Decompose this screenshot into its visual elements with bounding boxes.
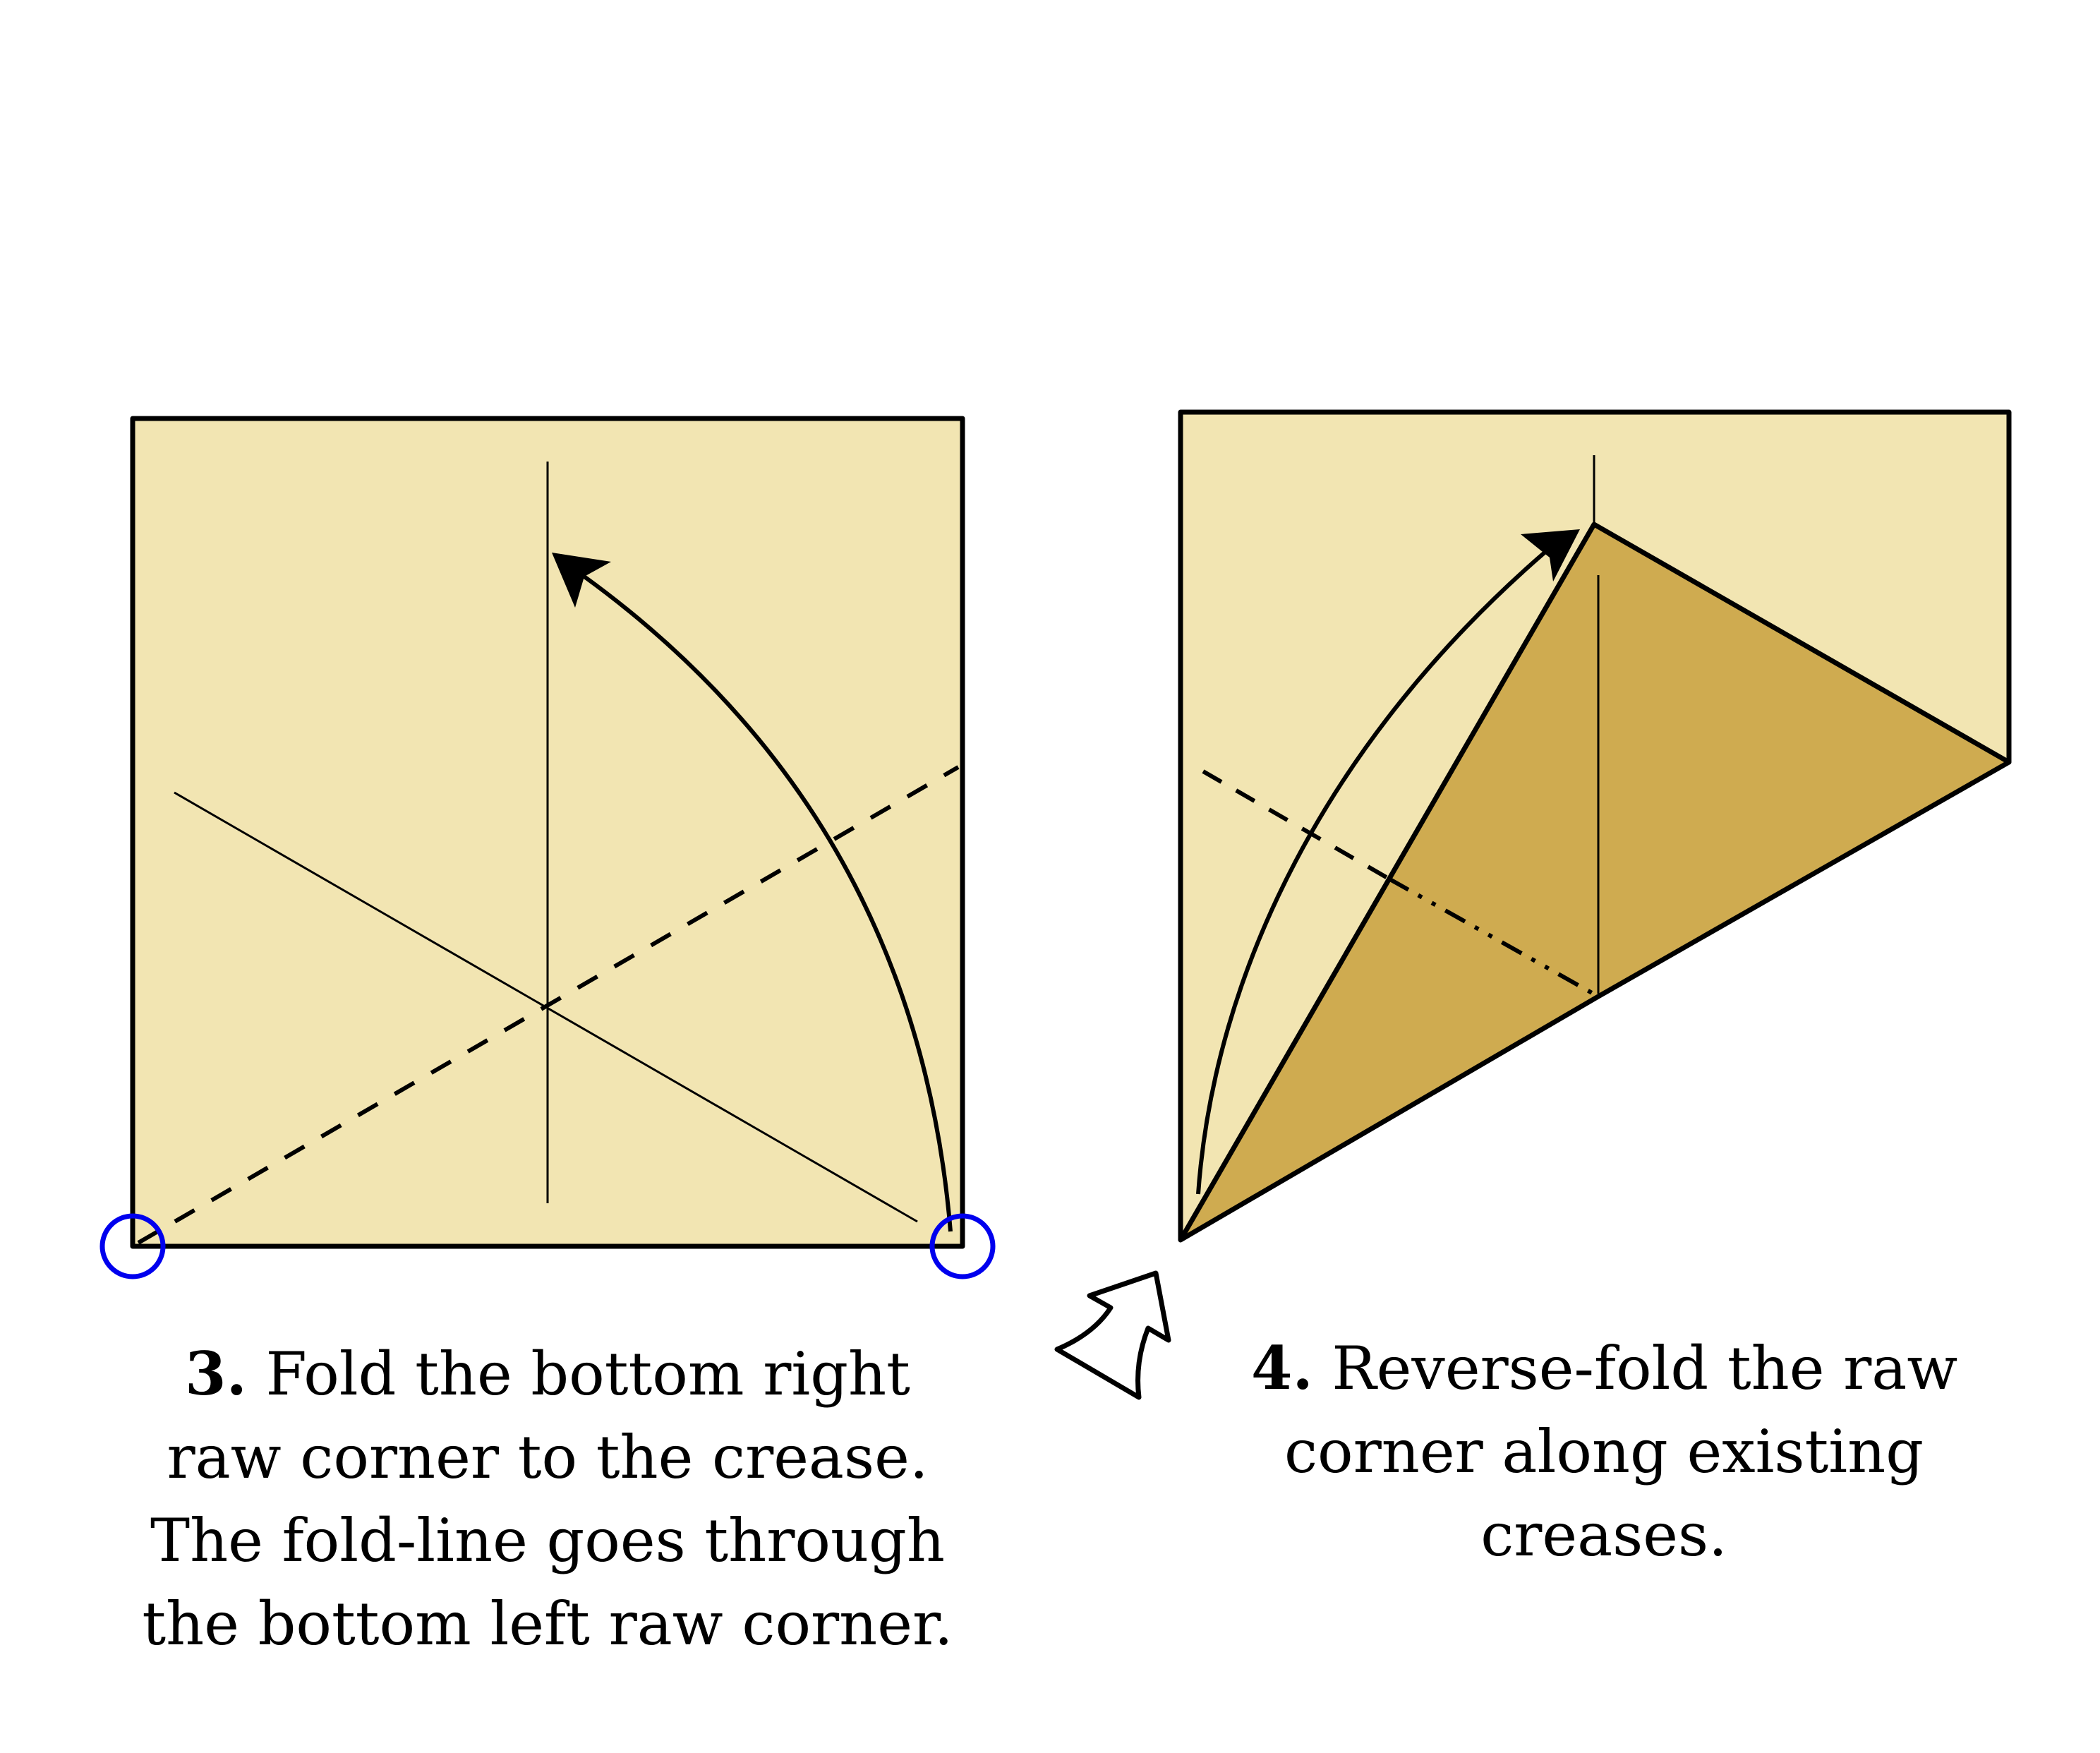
reference-circle-bottom-right bbox=[929, 1213, 996, 1279]
step-4-number: 4. bbox=[1251, 1333, 1313, 1403]
step-4-line-2: corner along existing bbox=[1284, 1417, 1924, 1486]
mountain-fold-line bbox=[1387, 876, 1600, 999]
step-3-line-2: raw corner to the crease. bbox=[167, 1423, 929, 1492]
paper-outline bbox=[1178, 409, 2012, 1243]
fold-arrowhead-icon bbox=[552, 553, 611, 608]
step-3-line-3: The fold-line goes through bbox=[150, 1506, 945, 1575]
step-4-instructions: 4. Reverse-fold the raw corner along exi… bbox=[1251, 1327, 1957, 1577]
step-4-figure bbox=[1178, 409, 2012, 1243]
step-3-text-1: Fold the bottom right bbox=[265, 1339, 910, 1409]
fold-arrow-curve bbox=[583, 574, 953, 1232]
reverse-fold-arrowhead-icon bbox=[1521, 529, 1580, 582]
step-4-line-3: creases. bbox=[1480, 1500, 1727, 1570]
paper-folded-flap bbox=[1181, 524, 2009, 1240]
valley-fold-line bbox=[137, 765, 960, 1245]
step-3-line-1: 3. Fold the bottom right bbox=[0, 1332, 1095, 1416]
next-step-arrow-icon bbox=[1054, 1270, 1171, 1400]
step-3-line-4: the bottom left raw corner. bbox=[142, 1589, 953, 1658]
step-3-figure bbox=[99, 416, 996, 1279]
step-4-line-1: 4. Reverse-fold the raw bbox=[1251, 1327, 1957, 1410]
step-3-number: 3. bbox=[185, 1339, 247, 1409]
step-4-text-1: Reverse-fold the raw bbox=[1332, 1334, 1958, 1403]
reference-circle-bottom-left bbox=[99, 1213, 166, 1279]
step-3-instructions: 3. Fold the bottom right raw corner to t… bbox=[0, 1332, 1095, 1665]
flap-edges bbox=[1178, 522, 2010, 1241]
reverse-fold-arrow-curve bbox=[1196, 550, 1547, 1195]
